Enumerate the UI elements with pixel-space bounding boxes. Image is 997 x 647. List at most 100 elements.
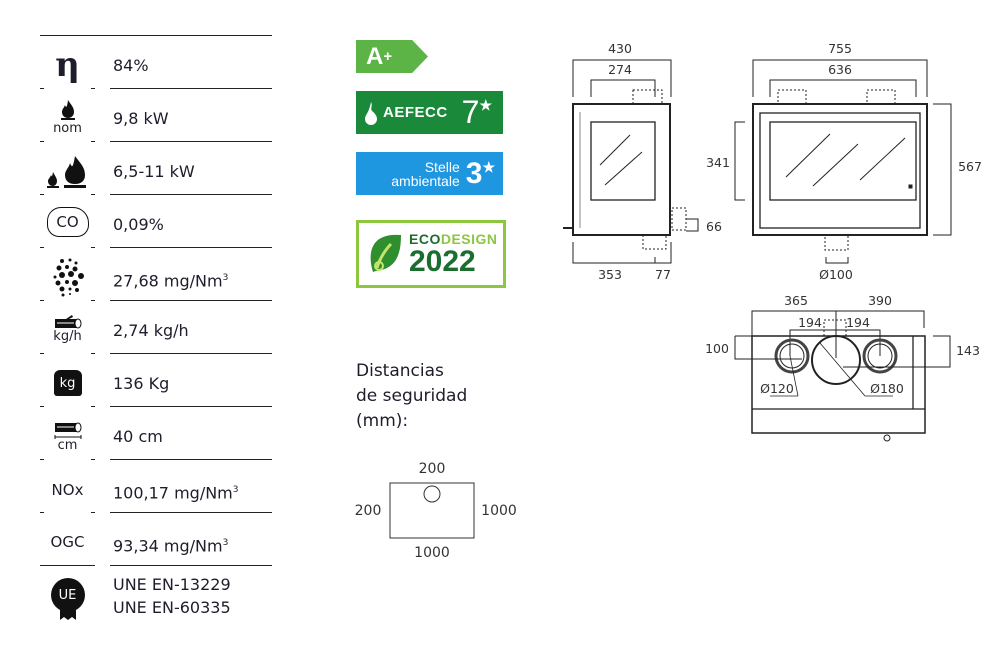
top-center2-dim: 194 (846, 315, 870, 330)
side-flue-dim: 274 (608, 62, 632, 77)
side-width-dim: 430 (608, 41, 632, 56)
divider (40, 35, 272, 36)
safety-left: 200 (355, 503, 382, 519)
front-view (734, 59, 952, 264)
divider (110, 88, 272, 89)
divider-tick (91, 300, 95, 301)
top-small-diameter: Ø120 (760, 381, 794, 396)
design-text: DESIGN (440, 230, 498, 247)
particles-icon (40, 255, 95, 299)
weight-kg-label: kg (53, 370, 82, 396)
divider (110, 141, 272, 142)
divider (110, 512, 272, 513)
side-depth-dim: 353 (598, 267, 622, 282)
divider-tick (40, 141, 44, 142)
divider (110, 247, 272, 248)
divider-tick (40, 247, 44, 248)
co-label: CO (46, 207, 89, 237)
stelle-line1: Stelle (424, 158, 460, 175)
cm-label: cm (57, 438, 78, 453)
ue-seal-icon: UE (40, 575, 95, 625)
divider-tick (40, 194, 44, 195)
side-offset-dim: 77 (655, 267, 671, 282)
nox-label: NOx (51, 481, 84, 499)
stelle-line2: ambientale (391, 172, 460, 189)
side-66-dim: 66 (706, 219, 722, 234)
nominal-power-flame-icon: nom (40, 95, 95, 139)
side-view (563, 59, 699, 264)
particles-value: 27,68 mg/Nm3 (113, 271, 229, 291)
divider (110, 565, 272, 566)
log-length-icon: cm (40, 414, 95, 458)
star-icon: ★ (482, 159, 495, 175)
front-height-dim: 567 (958, 159, 982, 174)
co-cloud-icon: CO (40, 202, 95, 242)
divider-tick (91, 459, 95, 460)
log-length-value: 40 cm (113, 427, 163, 446)
nominal-label: nom (53, 120, 82, 136)
top-front-dim: 100 (705, 341, 729, 356)
leaf-icon (370, 234, 401, 272)
divider-tick (40, 353, 44, 354)
top-left-dim: 365 (784, 293, 808, 308)
divider-tick (91, 406, 95, 407)
top-right-dim: 390 (868, 293, 892, 308)
top-view (734, 310, 951, 442)
divider-tick (91, 353, 95, 354)
divider-tick (91, 88, 95, 89)
front-width-dim: 755 (828, 41, 852, 56)
divider-tick (91, 141, 95, 142)
weight-icon: kg (40, 363, 95, 403)
kgh-label: kg/h (53, 328, 82, 344)
front-glass-height-dim: 341 (706, 155, 730, 170)
divider-tick (40, 512, 44, 513)
divider (110, 353, 272, 354)
divider-tick (91, 194, 95, 195)
divider-tick (40, 88, 44, 89)
aefecc-stars: 7 (461, 94, 480, 130)
eco-text: ECO (409, 230, 441, 247)
standard-2: UNE EN-60335 (113, 598, 231, 617)
divider (110, 194, 272, 195)
divider (110, 300, 272, 301)
stelle-stars: 3 (465, 156, 483, 190)
divider (40, 565, 95, 566)
top-center1-dim: 194 (798, 315, 822, 330)
log-consumption-icon: kg/h (40, 307, 95, 351)
divider (110, 406, 272, 407)
ue-label: UE (52, 580, 83, 610)
consumption-value: 2,74 kg/h (113, 321, 189, 340)
power-range-value: 6,5-11 kW (113, 162, 195, 181)
co-value: 0,09% (113, 215, 164, 234)
front-inner-dim: 636 (828, 62, 852, 77)
ecodesign-badge: ECODESIGN 2022 (356, 220, 506, 288)
stelle-ambientale-badge: Stelle ambientale 3★ (356, 152, 503, 195)
top-large-diameter: Ø180 (870, 381, 904, 396)
safety-right: 1000 (481, 503, 517, 519)
standard-1: UNE EN-13229 (113, 575, 231, 594)
divider (110, 459, 272, 460)
divider-tick (40, 300, 44, 301)
ogc-value: 93,34 mg/Nm3 (113, 536, 229, 556)
flame-drop-icon (365, 101, 377, 125)
divider-tick (91, 512, 95, 513)
nominal-power-value: 9,8 kW (113, 109, 169, 128)
energy-class-badge: A+ (356, 40, 428, 73)
aefecc-label: AEFECC (383, 104, 448, 121)
safety-top: 200 (419, 461, 446, 477)
nox-value: 100,17 mg/Nm3 (113, 483, 239, 503)
safety-diagram (389, 482, 475, 539)
divider-tick (91, 247, 95, 248)
front-air-inlet-dim: Ø100 (819, 267, 853, 282)
top-back-dim: 143 (956, 343, 980, 358)
ogc-label: OGC (50, 533, 85, 551)
ecodesign-year: 2022 (409, 244, 476, 278)
efficiency-value: 84% (113, 56, 149, 75)
power-range-flames-icon (40, 148, 95, 190)
efficiency-eta-icon: η (55, 45, 80, 85)
safety-bottom: 1000 (414, 545, 450, 561)
star-icon: ★ (479, 97, 493, 113)
aefecc-badge: AEFECC 7★ (356, 91, 503, 134)
